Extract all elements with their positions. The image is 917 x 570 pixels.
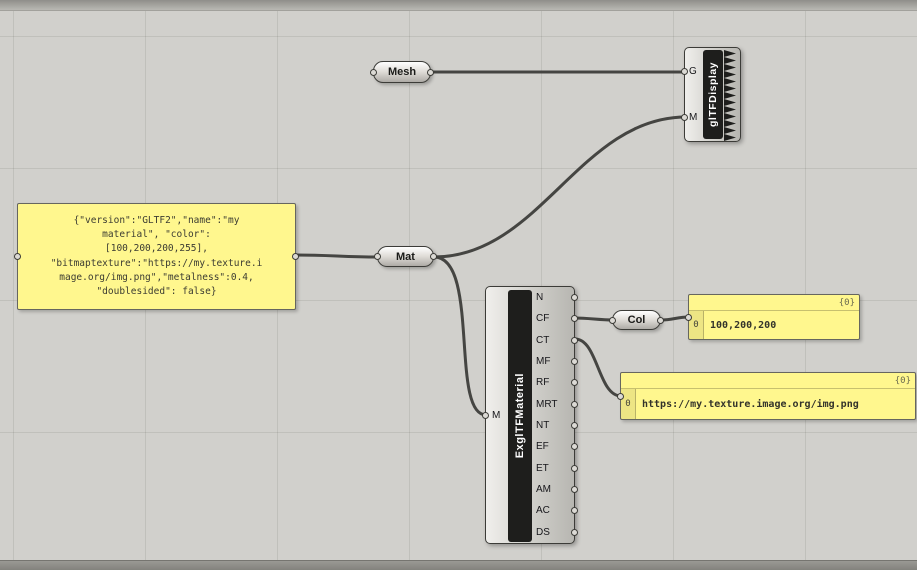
input-grip[interactable] xyxy=(685,313,692,321)
material-output-label: MRT xyxy=(536,398,558,410)
gltf-input-g[interactable]: G xyxy=(681,48,703,95)
panel-data-row: 0 https://my.texture.image.org/img.png xyxy=(621,388,915,419)
output-grip[interactable] xyxy=(571,294,578,302)
material-output-row[interactable]: RF xyxy=(534,372,578,393)
canvas-top-edge xyxy=(0,0,917,11)
input-grip[interactable] xyxy=(374,253,381,260)
col-component-label: Col xyxy=(627,314,646,326)
material-output-row[interactable]: MF xyxy=(534,351,578,372)
output-grip[interactable] xyxy=(571,336,578,344)
wire-material-ct-to-texturepanel xyxy=(573,337,623,398)
material-output-row[interactable]: AM xyxy=(534,479,578,500)
material-output-label: AM xyxy=(536,484,551,496)
wire-mat-to-material-m xyxy=(432,255,488,417)
wire-material-cf-to-col xyxy=(573,316,615,322)
output-grip[interactable] xyxy=(657,316,664,324)
json-material-panel-text: {"version":"GLTF2","name":"my material",… xyxy=(50,214,263,297)
material-output-row[interactable]: MRT xyxy=(534,394,578,415)
output-grip[interactable] xyxy=(571,464,578,472)
gltf-display-label: glTFDisplay xyxy=(707,61,719,127)
output-grip[interactable] xyxy=(571,528,578,536)
canvas-bottom-edge xyxy=(0,560,917,570)
material-output-label: DS xyxy=(536,526,550,538)
wire-jsonpanel-to-mat xyxy=(294,253,380,259)
gltf-display-name-bar[interactable]: glTFDisplay xyxy=(703,50,723,139)
panel-row-index: 0 xyxy=(621,389,636,419)
output-grip[interactable] xyxy=(571,400,578,408)
texture-url-panel[interactable]: {0} 0 https://my.texture.image.org/img.p… xyxy=(617,372,916,420)
mesh-component[interactable]: Mesh xyxy=(370,61,434,83)
input-grip[interactable] xyxy=(681,114,688,122)
material-output-row[interactable]: EF xyxy=(534,436,578,457)
material-output-row[interactable]: CF xyxy=(534,308,578,329)
material-output-row[interactable]: N xyxy=(534,287,578,308)
material-output-label: AC xyxy=(536,505,550,517)
material-output-label: ET xyxy=(536,462,549,474)
panel-row-value: https://my.texture.image.org/img.png xyxy=(642,398,859,410)
mat-component-label: Mat xyxy=(396,250,415,263)
gltf-display-component[interactable]: G M glTFDisplay xyxy=(681,47,741,142)
zigzag-edge-icon xyxy=(724,50,736,141)
material-label: ExglTFMaterial xyxy=(514,373,526,459)
json-material-panel[interactable]: {"version":"GLTF2","name":"my material",… xyxy=(14,203,299,310)
material-output-row[interactable]: ET xyxy=(534,458,578,479)
output-grip[interactable] xyxy=(571,486,578,494)
output-grip[interactable] xyxy=(571,422,578,430)
input-grip[interactable] xyxy=(617,392,624,400)
output-grip[interactable] xyxy=(571,379,578,387)
mesh-component-label: Mesh xyxy=(387,66,417,78)
input-grip[interactable] xyxy=(370,68,377,76)
panel-path-badge: {0} xyxy=(894,375,911,386)
output-grip[interactable] xyxy=(571,315,578,323)
material-output-label: RF xyxy=(536,377,550,389)
material-output-row[interactable]: DS xyxy=(534,522,578,543)
gltf-input-g-label: G xyxy=(689,65,697,77)
output-grip[interactable] xyxy=(292,253,299,260)
output-grip[interactable] xyxy=(571,443,578,451)
input-grip[interactable] xyxy=(609,316,616,324)
output-grip[interactable] xyxy=(571,507,578,515)
material-name-bar[interactable]: ExglTFMaterial xyxy=(508,290,532,542)
material-output-row[interactable]: CT xyxy=(534,330,578,351)
panel-row-index: 0 xyxy=(689,311,704,339)
material-output-label: N xyxy=(536,292,544,304)
output-grip[interactable] xyxy=(430,253,437,260)
material-output-row[interactable]: AC xyxy=(534,500,578,521)
material-input-m-label: M xyxy=(492,409,501,421)
col-component[interactable]: Col xyxy=(609,310,664,330)
output-grip[interactable] xyxy=(427,68,434,76)
material-output-label: NT xyxy=(536,420,550,432)
material-output-label: CT xyxy=(536,334,550,346)
wire-mat-to-gltf-m xyxy=(432,115,688,259)
material-output-label: EF xyxy=(536,441,549,453)
input-grip[interactable] xyxy=(482,411,489,419)
material-outputs: N CF CT MF RF xyxy=(534,287,578,543)
material-output-label: CF xyxy=(536,313,550,325)
input-grip[interactable] xyxy=(14,253,21,260)
exgltf-material-component[interactable]: M ExglTFMaterial N CF CT xyxy=(482,286,578,544)
material-output-row[interactable]: NT xyxy=(534,415,578,436)
gltf-input-m-label: M xyxy=(689,112,698,124)
mat-component[interactable]: Mat xyxy=(374,246,437,267)
panel-path-badge: {0} xyxy=(838,297,855,308)
panel-row-value: 100,200,200 xyxy=(710,319,777,331)
material-input-m[interactable]: M xyxy=(482,287,508,543)
color-value-panel[interactable]: {0} 0 100,200,200 xyxy=(685,294,860,340)
gltf-display-inputs: G M xyxy=(681,48,703,142)
output-grip[interactable] xyxy=(571,358,578,366)
material-output-label: MF xyxy=(536,356,551,368)
gltf-input-m[interactable]: M xyxy=(681,95,703,142)
input-grip[interactable] xyxy=(681,67,688,75)
panel-data-row: 0 100,200,200 xyxy=(689,310,859,339)
